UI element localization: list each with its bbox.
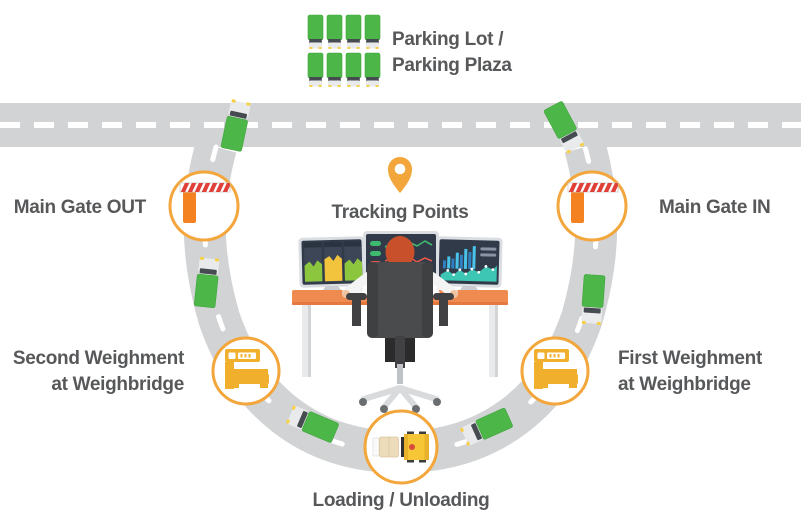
control-room-scene: [292, 231, 508, 413]
label-second-weighment: Second Weighment at Weighbridge: [12, 348, 184, 395]
truck-right-branch: [580, 274, 606, 326]
parked-truck: [307, 14, 324, 50]
label-tracking-points: Tracking Points: [331, 202, 469, 223]
parked-truck: [364, 52, 381, 88]
station-second-weighment: [211, 336, 281, 406]
parked-truck: [364, 14, 381, 50]
station-main-gate-out: [168, 170, 240, 242]
area-charts-monitor: [298, 236, 366, 288]
operator-head: [385, 236, 415, 268]
highway-road: [0, 103, 801, 147]
label-loading-unloading: Loading / Unloading: [312, 490, 490, 511]
station-loading: [363, 409, 439, 485]
monitor-stand: [322, 286, 342, 291]
office-chair: [346, 262, 454, 413]
label-first-weighment: First Weighment at Weighbridge: [618, 348, 762, 395]
label-parking: Parking Lot / Parking Plaza: [392, 27, 512, 79]
station-first-weighment: [520, 336, 590, 406]
monitor-stand: [459, 286, 479, 291]
parked-truck: [345, 14, 362, 50]
location-pin-icon: [388, 157, 412, 193]
bar-chart-monitor: [435, 236, 503, 288]
parked-truck: [307, 52, 324, 88]
label-main-gate-in: Main Gate IN: [659, 197, 771, 218]
parking-line2: Parking Plaza: [392, 55, 512, 76]
parked-truck: [326, 52, 343, 88]
loading-truck-forklift-icon: [372, 431, 429, 463]
parked-truck: [345, 52, 362, 88]
parking-lot-trucks: [307, 14, 381, 88]
station-main-gate-in: [556, 170, 628, 242]
parked-truck: [326, 14, 343, 50]
label-main-gate-out: Main Gate OUT: [13, 197, 147, 218]
parking-line1: Parking Lot /: [392, 29, 504, 50]
